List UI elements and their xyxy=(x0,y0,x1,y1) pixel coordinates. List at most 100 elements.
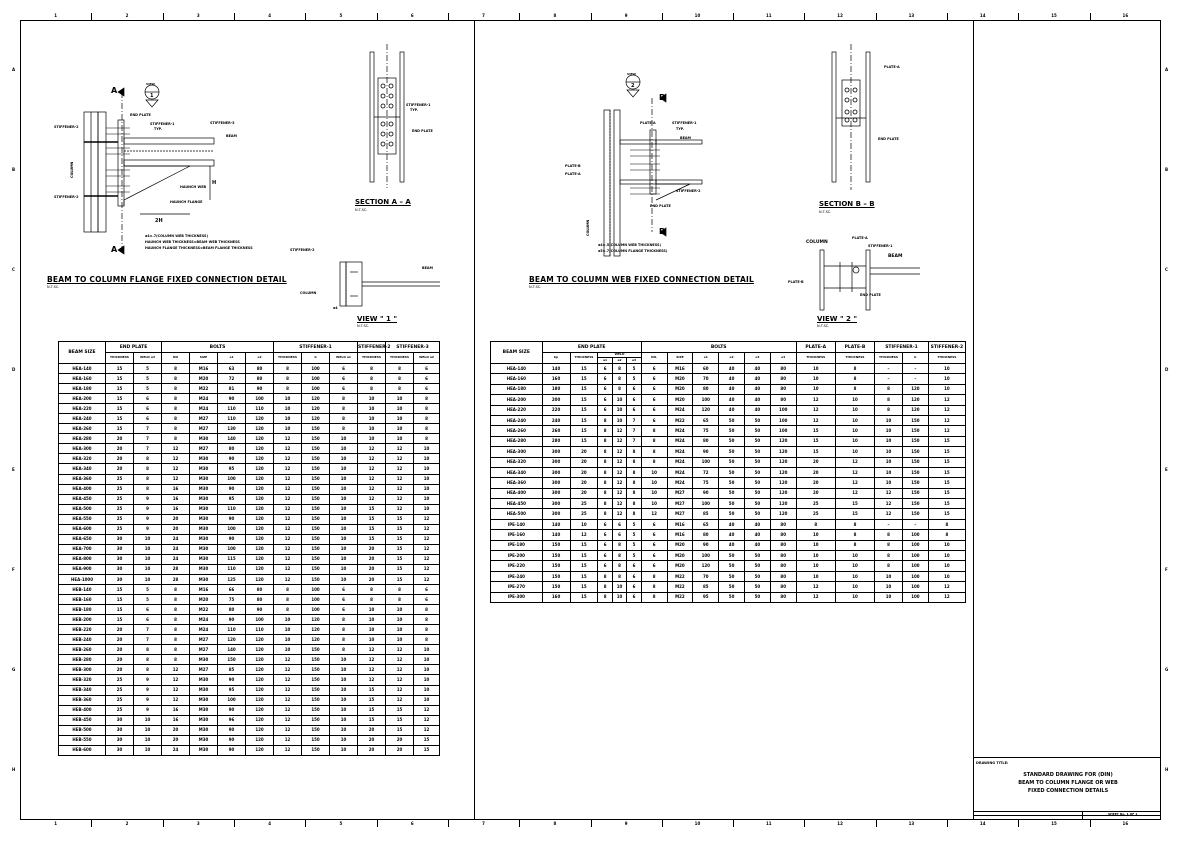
rt-cell: 8 xyxy=(626,487,642,500)
lt-cell: 90 xyxy=(244,383,275,395)
rt-cell: M24 xyxy=(666,446,694,458)
lt-subheader: e1 xyxy=(217,352,246,364)
rt-cell: 50 xyxy=(743,591,771,604)
lt-cell: M30 xyxy=(189,513,218,525)
titleblock-sheet-line xyxy=(973,811,1161,812)
right-title-nts: N.T.SC. xyxy=(529,285,542,289)
rt-cell: 15 xyxy=(569,425,599,437)
rt-cell: 280 xyxy=(541,435,571,448)
lt-cell: 150 xyxy=(301,483,331,495)
lt-cell: 95 xyxy=(217,463,246,475)
rt-cell: 10 xyxy=(834,560,876,572)
lt-cell: 6 xyxy=(329,362,359,375)
lt-cell: 5 xyxy=(133,383,162,395)
lt-cell: 115 xyxy=(217,553,246,565)
rt-cell: 15 xyxy=(927,487,967,500)
rt-cell: 160 xyxy=(541,373,571,385)
lt-cell: 6 xyxy=(413,373,441,385)
lt-beam-size-cell: HEA-360 xyxy=(58,473,106,485)
grid-tick xyxy=(447,13,449,20)
lt-header-beam-size: BEAM SIZE xyxy=(58,341,106,364)
lt-cell: 8 xyxy=(329,644,359,656)
rt-cell: 12 xyxy=(874,498,903,510)
rt-cell: 12 xyxy=(611,466,628,479)
lt-cell: 8 xyxy=(413,433,441,445)
rt-cell: 150 xyxy=(901,414,929,427)
rt-cell: 80 xyxy=(769,383,797,396)
view-2-marker-word: VIEW xyxy=(627,72,636,76)
rt-cell: 15 xyxy=(569,581,599,593)
r-label-typ: TYP. xyxy=(676,127,684,131)
rt-cell: 6 xyxy=(640,550,668,562)
grid-col-2: 2 xyxy=(125,13,129,18)
lt-cell: 10 xyxy=(357,634,387,646)
lt-subheader: NO xyxy=(161,352,190,364)
lt-cell: M30 xyxy=(189,563,218,575)
rt-beam-size-cell: IPE-220 xyxy=(490,560,543,572)
lt-beam-size-cell: HEB-200 xyxy=(58,614,106,626)
rt-cell: 8 xyxy=(597,591,613,604)
rt-cell: 8 xyxy=(626,446,642,458)
grid-tick xyxy=(661,13,663,20)
grid-col-16: 16 xyxy=(1122,13,1129,18)
lt-cell: 100 xyxy=(244,614,275,626)
rt-cell: 40 xyxy=(718,373,745,385)
lt-subheader: e2 xyxy=(244,352,275,364)
grid-col-14: 14 xyxy=(979,13,986,18)
lt-cell: 90 xyxy=(217,393,246,405)
section-b-nts: N.T.SC. xyxy=(819,210,832,214)
lt-beam-size-cell: HEB-450 xyxy=(58,714,106,726)
rt-cell: 15 xyxy=(569,362,599,375)
lt-cell: 8 xyxy=(161,423,190,435)
rt-cell: 50 xyxy=(718,508,745,520)
lt-cell: 20 xyxy=(357,734,387,746)
rt-cell: 10 xyxy=(874,414,903,427)
lt-cell: 10 xyxy=(357,403,387,415)
rt-cell: 6 xyxy=(626,404,642,416)
lt-cell: 8 xyxy=(357,594,387,606)
lt-cell: 6 xyxy=(413,594,441,606)
rt-cell: 12 xyxy=(874,508,903,520)
rt-beam-size-cell: IPE-200 xyxy=(490,550,543,562)
rt-cell: 12 xyxy=(569,529,599,541)
lt-cell: 15 xyxy=(385,573,415,586)
lt-cell: 8 xyxy=(413,634,441,646)
rt-cell: 15 xyxy=(569,414,599,427)
rt-cell: 50 xyxy=(718,550,745,562)
lt-cell: 10 xyxy=(357,413,387,425)
rt-cell: 150 xyxy=(901,435,929,448)
rt-cell: 10 xyxy=(927,383,967,396)
lt-cell: 12 xyxy=(413,573,441,586)
rt-cell: 160 xyxy=(541,591,571,604)
rt-cell: 85 xyxy=(692,581,720,593)
rt-cell: 15 xyxy=(569,373,599,385)
lt-cell: M30 xyxy=(189,503,218,515)
rt-cell: 120 xyxy=(769,508,797,520)
rt-header-bolts: BOLTS xyxy=(640,341,797,353)
rt-cell: 8 xyxy=(597,581,613,593)
lt-cell: 8 xyxy=(161,393,190,405)
v2-label-stiffener-1: STIFFENER-1 xyxy=(868,244,893,248)
rt-cell: 10 xyxy=(927,373,967,385)
rt-cell: 65 xyxy=(692,414,720,427)
lt-cell: 8 xyxy=(357,373,387,385)
rt-cell: 50 xyxy=(718,456,745,468)
rt-cell: 12 xyxy=(927,581,967,593)
lt-beam-size-cell: HEA-500 xyxy=(58,503,106,515)
rt-cell: 10 xyxy=(611,581,628,593)
rt-cell: 100 xyxy=(769,425,797,437)
rt-cell: 15 xyxy=(569,550,599,562)
rt-sub-bp: bp xyxy=(541,352,571,364)
rt-cell: 5 xyxy=(626,373,642,385)
lt-cell: M27 xyxy=(189,423,218,435)
grid-col-12: 12 xyxy=(837,821,843,826)
lt-cell: 150 xyxy=(301,533,331,545)
